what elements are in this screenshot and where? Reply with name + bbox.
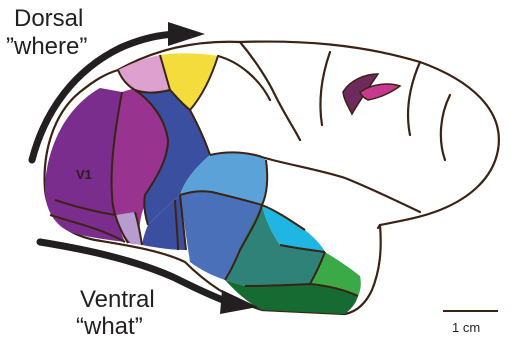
ventral-what-label: “what”: [76, 314, 143, 340]
dorsal-arrowhead: [168, 22, 205, 46]
v1-label: V1: [76, 167, 92, 182]
dorsal-label: Dorsal: [14, 6, 83, 32]
dorsal-where-label: ”where”: [6, 34, 87, 60]
scale-label: 1 cm: [452, 320, 480, 335]
ventral-label: Ventral: [80, 287, 155, 313]
